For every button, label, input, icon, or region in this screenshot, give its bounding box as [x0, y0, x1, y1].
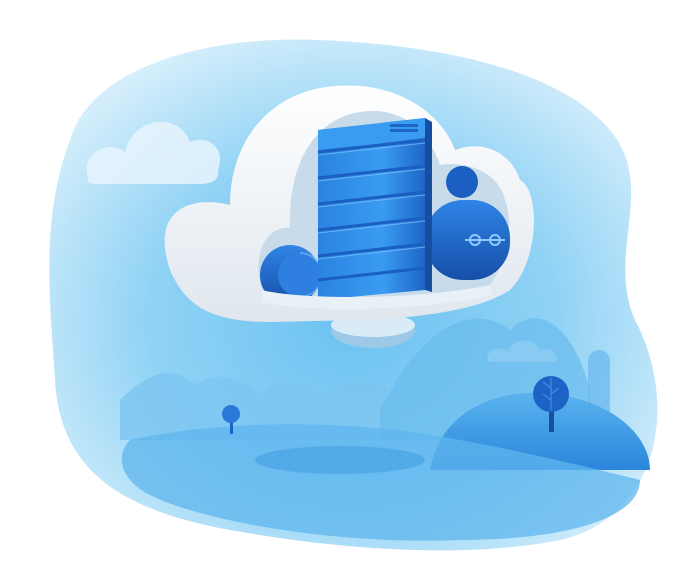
cloud-inner-floor [262, 285, 492, 309]
storage-cylinder [260, 245, 323, 305]
ground [121, 424, 640, 541]
storage-cylinder [425, 166, 510, 280]
tree-icon [533, 376, 569, 432]
cloud-icon [86, 121, 221, 184]
server-rack-icon [317, 118, 432, 300]
tree-icon [222, 405, 240, 434]
pond [255, 446, 425, 474]
